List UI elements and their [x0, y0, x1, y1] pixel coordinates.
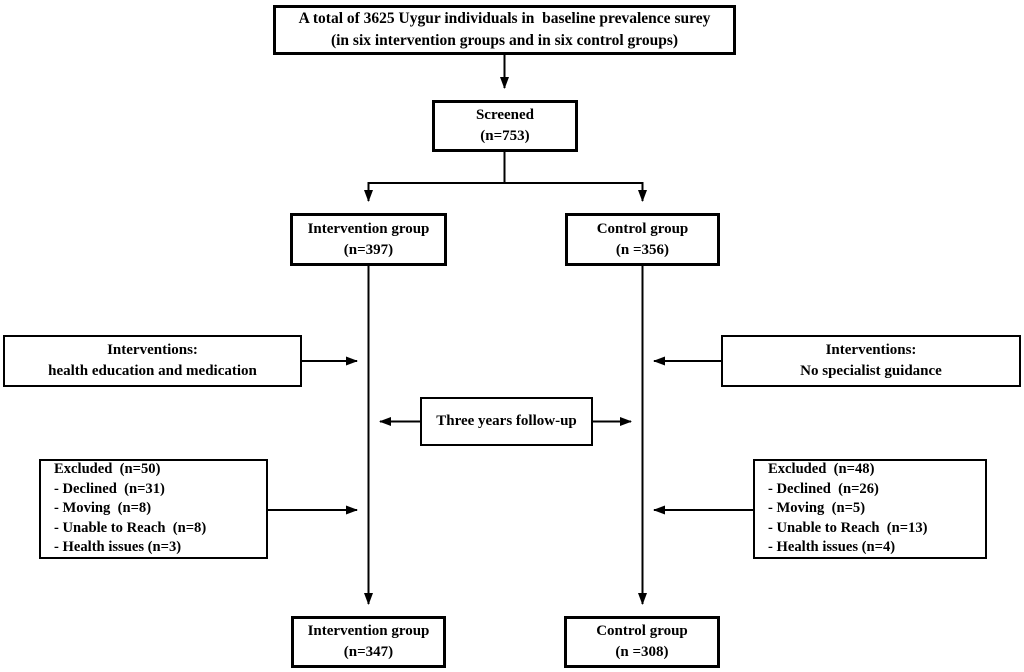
excluded-right-item: - Moving (n=5) — [768, 500, 866, 517]
intervention-final-count: (n=347) — [343, 644, 394, 660]
interventions-right-box: Interventions: No specialist guidance — [721, 335, 1021, 387]
control-group-label: Control group — [596, 220, 689, 237]
excluded-right-header: Excluded (n=48) — [768, 461, 875, 478]
control-final-count: (n =308) — [615, 644, 669, 660]
control-group-box: Control group (n =356) — [565, 213, 720, 266]
excluded-right-item: - Unable to Reach (n=13) — [768, 519, 928, 536]
excluded-left-item: - Declined (n=31) — [54, 480, 165, 497]
title-box: A total of 3625 Uygur individuals in bas… — [273, 5, 736, 55]
screened-count: (n=753) — [480, 128, 530, 144]
intervention-final-box: Intervention group (n=347) — [291, 616, 446, 668]
title-line-2: (in six intervention groups and in six c… — [330, 32, 679, 49]
follow-up-box: Three years follow-up — [420, 397, 593, 446]
interventions-left-detail: health education and medication — [48, 363, 257, 379]
title-line-1: A total of 3625 Uygur individuals in bas… — [298, 10, 711, 27]
control-final-label: Control group — [596, 623, 688, 639]
interventions-left-title: Interventions: — [107, 342, 198, 358]
screened-box: Screened (n=753) — [432, 100, 578, 152]
interventions-left-box: Interventions: health education and medi… — [3, 335, 302, 387]
screened-label: Screened — [475, 107, 535, 123]
control-final-box: Control group (n =308) — [564, 616, 720, 668]
follow-up-label: Three years follow-up — [436, 413, 577, 429]
excluded-left-item: - Health issues (n=3) — [54, 539, 182, 556]
interventions-right-title: Interventions: — [825, 342, 917, 358]
excluded-right-item: - Health issues (n=4) — [768, 539, 896, 556]
excluded-left-item: - Moving (n=8) — [54, 500, 152, 517]
excluded-left-header: Excluded (n=50) — [54, 461, 161, 478]
interventions-right-detail: No specialist guidance — [800, 363, 942, 379]
control-group-count: (n =356) — [615, 241, 670, 258]
intervention-group-count: (n=397) — [343, 241, 394, 258]
excluded-right-item: - Declined (n=26) — [768, 480, 879, 497]
intervention-group-label: Intervention group — [307, 220, 430, 237]
excluded-left-item: - Unable to Reach (n=8) — [54, 519, 207, 536]
intervention-group-box: Intervention group (n=397) — [290, 213, 447, 266]
excluded-left-box: Excluded (n=50) - Declined (n=31) - Movi… — [39, 459, 268, 559]
excluded-right-box: Excluded (n=48) - Declined (n=26) - Movi… — [753, 459, 987, 559]
intervention-final-label: Intervention group — [307, 623, 430, 639]
